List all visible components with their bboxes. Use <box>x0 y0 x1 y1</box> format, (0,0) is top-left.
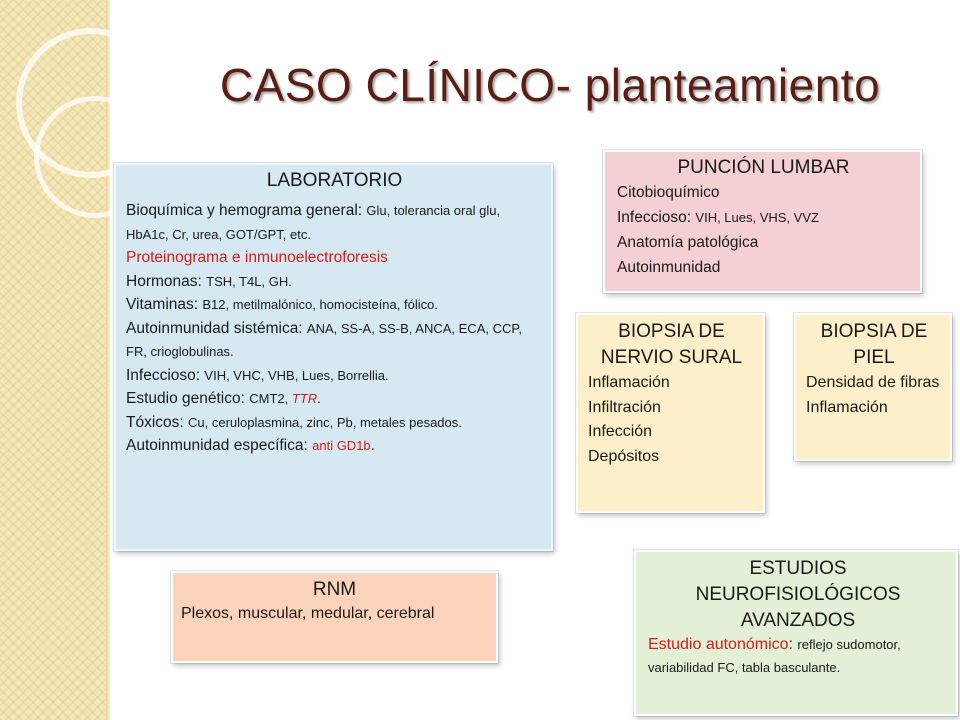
lab-infeccioso-detail: VIH, VHC, VHB, Lues, Borrellia. <box>204 367 389 383</box>
rnm-heading: RNM <box>312 579 357 600</box>
neuro-colon: : <box>788 636 798 653</box>
lab-autoinmunidad-sistemica-label: Autoinmunidad sistémica: <box>126 319 307 337</box>
lab-bioquimica-detail: Glu, tolerancia oral glu, HbA1c, Cr, ure… <box>126 203 501 242</box>
puncion-lumbar-heading: PUNCIÓN LUMBAR <box>677 157 850 178</box>
list-item: Inflamación <box>588 374 670 391</box>
laboratorio-heading: LABORATORIO <box>266 170 403 191</box>
lab-proteinograma: Proteinograma e inmunoelectroforesis <box>126 249 388 266</box>
lab-bioquimica-label: Bioquímica y hemograma general: <box>126 202 367 219</box>
lab-genetico-detail: CMT2, <box>249 391 292 406</box>
decorative-ring-small <box>34 96 156 218</box>
puncion-infeccioso-label: Infeccioso: <box>617 209 696 226</box>
biopsia-nervio-sural-heading: BIOPSIA DE NERVIO SURAL <box>600 321 743 368</box>
puncion-infeccioso: Infeccioso: VIH, Lues, VHS, VVZ <box>617 205 910 230</box>
list-item: Infiltración <box>588 398 661 416</box>
lab-bioquimica: Bioquímica y hemograma general: Glu, tol… <box>126 199 543 246</box>
lab-hormonas: Hormonas: TSH, T4L, GH. <box>126 270 543 294</box>
puncion-citobioquimico: Citobioquímico <box>617 184 720 201</box>
slide-title: CASO CLÍNICO- planteamiento <box>219 59 881 111</box>
list-item: Infección <box>588 423 653 440</box>
lab-infeccioso-label: Infeccioso: <box>126 366 205 384</box>
biopsia-piel-box: BIOPSIA DE PIEL Densidad de fibras Infla… <box>794 313 952 461</box>
lab-genetico-ttr: TTR <box>291 391 318 406</box>
lab-vitaminas-detail: B12, metilmalónico, homocisteína, fólico… <box>202 297 438 312</box>
lab-vitaminas: Vitaminas: B12, metilmalónico, homociste… <box>126 293 543 317</box>
lab-vitaminas-label: Vitaminas: <box>126 296 203 313</box>
lab-infeccioso: Infeccioso: VIH, VHC, VHB, Lues, Borrell… <box>126 364 543 388</box>
list-item: Inflamación <box>806 398 888 416</box>
lab-anti-gd1b: anti GD1b <box>312 438 371 453</box>
lab-autoinmunidad-sistemica: Autoinmunidad sistémica: ANA, SS-A, SS-B… <box>126 317 543 364</box>
lab-toxicos: Tóxicos: Cu, ceruloplasmina, zinc, Pb, m… <box>126 411 543 435</box>
biopsia-piel-heading: BIOPSIA DE PIEL <box>820 321 928 368</box>
rnm-detail: Plexos, muscular, medular, cerebral <box>181 605 435 622</box>
estudios-neurofisiologicos-box: ESTUDIOS NEUROFISIOLÓGICOS AVANZADOS Est… <box>634 550 958 716</box>
list-item: Depósitos <box>588 447 660 465</box>
neuro-estudio-autonomico-label: Estudio autonómico <box>648 636 789 653</box>
lab-autoinmunidad-especifica-label: Autoinmunidad específica: <box>126 437 313 454</box>
lab-hormonas-label: Hormonas: <box>126 272 207 290</box>
lab-toxicos-detail: Cu, ceruloplasmina, zinc, Pb, metales pe… <box>188 414 462 430</box>
rnm-box: RNM Plexos, muscular, medular, cerebral <box>171 571 498 663</box>
biopsia-nervio-sural-box: BIOPSIA DE NERVIO SURAL Inflamación Infi… <box>576 313 765 513</box>
puncion-autoinmunidad: Autoinmunidad <box>617 259 721 276</box>
puncion-infeccioso-detail: VIH, Lues, VHS, VVZ <box>695 210 819 225</box>
laboratorio-box: LABORATORIO Bioquímica y hemograma gener… <box>114 163 553 551</box>
list-item: Densidad de fibras <box>806 374 940 391</box>
lab-genetico: Estudio genético: CMT2, TTR. <box>126 387 543 411</box>
lab-genetico-period: . <box>317 391 321 406</box>
lab-autoinmunidad-sistemica-detail: ANA, SS-A, SS-B, ANCA, ECA, CCP, FR, cri… <box>126 320 522 360</box>
puncion-lumbar-box: PUNCIÓN LUMBAR Citobioquímico Infeccioso… <box>603 150 922 293</box>
lab-genetico-label: Estudio genético: <box>126 390 250 407</box>
decorative-band-edge <box>106 0 110 720</box>
estudios-neurofisiologicos-heading: ESTUDIOS NEUROFISIOLÓGICOS AVANZADOS <box>695 558 901 631</box>
neuro-estudio-autonomico-detail: reflejo sudomotor, variabilidad FC, tabl… <box>648 637 901 675</box>
lab-autoinmunidad-especifica-period: . <box>370 437 375 454</box>
lab-autoinmunidad-especifica: Autoinmunidad específica: anti GD1b. <box>126 434 543 458</box>
puncion-anatomia-patologica: Anatomía patológica <box>617 234 759 251</box>
neuro-estudio-autonomico: Estudio autonómico: reflejo sudomotor, v… <box>648 634 948 679</box>
lab-toxicos-label: Tóxicos: <box>126 413 189 431</box>
lab-hormonas-detail: TSH, T4L, GH. <box>206 273 292 289</box>
